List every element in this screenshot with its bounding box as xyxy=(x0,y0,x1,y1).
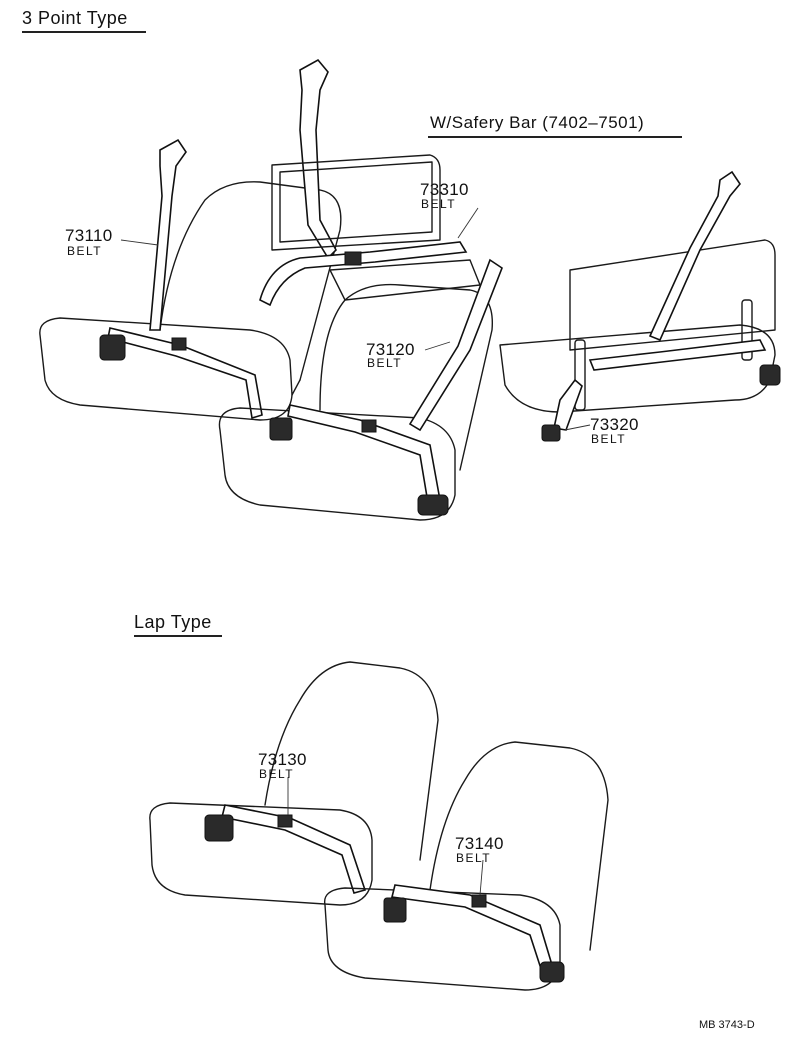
belt-73130 xyxy=(204,804,367,894)
part-name: BELT xyxy=(367,356,403,370)
belt-73320 xyxy=(541,170,781,442)
part-number: 73320 xyxy=(590,415,639,434)
safety-bar-seat xyxy=(499,239,776,413)
heading-underline xyxy=(134,635,222,637)
part-number: 73140 xyxy=(455,834,504,853)
front-left-seat xyxy=(39,181,342,421)
lap-right-seat xyxy=(323,741,609,991)
heading-underline xyxy=(22,31,146,33)
section-heading-3-point: 3 Point Type xyxy=(22,8,128,28)
part-number: 73110 xyxy=(65,226,113,245)
part-name: BELT xyxy=(421,197,457,211)
heading-underline xyxy=(428,136,682,138)
part-number: 73120 xyxy=(366,340,415,359)
belt-73120 xyxy=(259,58,503,516)
belt-73140 xyxy=(383,884,565,983)
lap-left-seat xyxy=(149,661,439,906)
part-name: BELT xyxy=(456,851,492,865)
section-heading-safety-bar: W/Safery Bar (7402–7501) xyxy=(430,113,645,132)
section-heading-lap: Lap Type xyxy=(134,612,212,632)
part-name: BELT xyxy=(259,767,295,781)
leader-lines xyxy=(120,207,591,896)
part-number: 73310 xyxy=(420,180,469,199)
belt-73110 xyxy=(99,138,263,420)
document-reference: MB 3743-D xyxy=(699,1019,755,1031)
part-number: 73130 xyxy=(258,750,307,769)
part-name: BELT xyxy=(67,244,103,258)
rear-bench-seat xyxy=(271,154,481,301)
part-name: BELT xyxy=(591,432,627,446)
